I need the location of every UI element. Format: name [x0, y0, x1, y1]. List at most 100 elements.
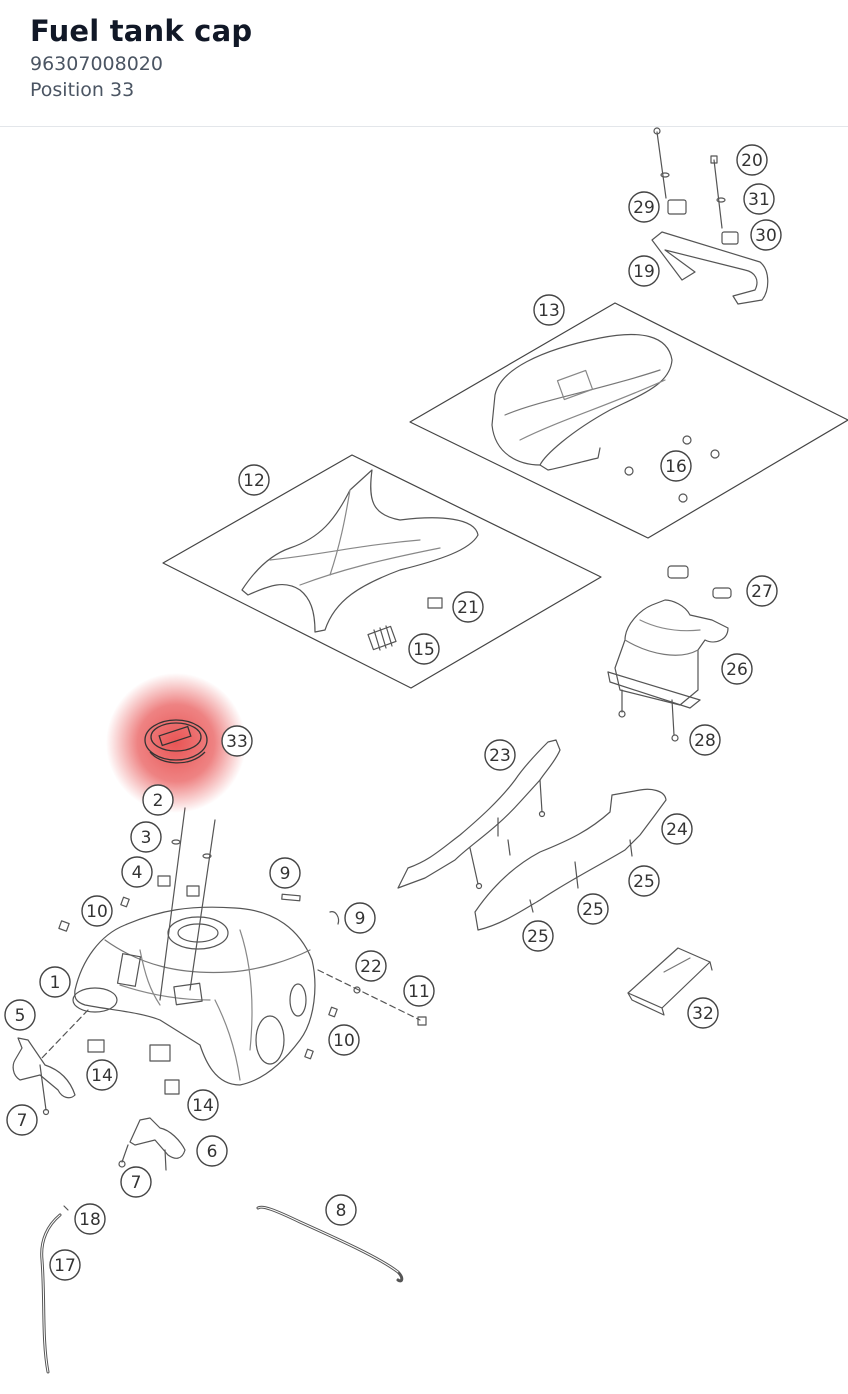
callout-9[interactable]: 9: [344, 902, 376, 934]
callout-10[interactable]: 10: [81, 895, 113, 927]
callout-number: 13: [538, 301, 560, 321]
callout-circle: [325, 1194, 357, 1226]
callout-3[interactable]: 3: [130, 821, 162, 853]
tank-mounting-brackets: [12, 1009, 186, 1171]
callout-circle: [74, 1203, 106, 1235]
fuel-tank-cap[interactable]: [144, 719, 208, 764]
callout-number: 14: [192, 1096, 214, 1116]
highlight-glow: [106, 673, 246, 813]
callout-circle: [533, 294, 565, 326]
callout-30[interactable]: 30: [750, 219, 782, 251]
callout-11[interactable]: 11: [403, 975, 435, 1007]
callout-circle: [121, 856, 153, 888]
callout-7[interactable]: 7: [120, 1166, 152, 1198]
callout-31[interactable]: 31: [743, 183, 775, 215]
callout-1[interactable]: 1: [39, 966, 71, 998]
callout-24[interactable]: 24: [661, 813, 693, 845]
callout-circle: [408, 633, 440, 665]
callout-number: 24: [666, 820, 688, 840]
callout-13[interactable]: 13: [533, 294, 565, 326]
callout-number: 30: [755, 226, 777, 246]
callout-circle: [721, 653, 753, 685]
callout-27[interactable]: 27: [746, 575, 778, 607]
callout-circle: [355, 950, 387, 982]
callout-18[interactable]: 18: [74, 1203, 106, 1235]
callout-10[interactable]: 10: [328, 1024, 360, 1056]
callout-number: 32: [692, 1004, 714, 1024]
callout-6[interactable]: 6: [196, 1135, 228, 1167]
callout-8[interactable]: 8: [325, 1194, 357, 1226]
callout-number: 21: [457, 598, 479, 618]
callout-25[interactable]: 25: [522, 920, 554, 952]
callout-circle: [4, 999, 36, 1031]
callout-19[interactable]: 19: [628, 255, 660, 287]
callout-25[interactable]: 25: [628, 865, 660, 897]
callout-circle: [403, 975, 435, 1007]
rubber-strip: [256, 1205, 404, 1283]
callout-number: 9: [355, 909, 366, 929]
callout-16[interactable]: 16: [660, 450, 692, 482]
callout-number: 15: [413, 640, 435, 660]
callout-circle: [484, 739, 516, 771]
callout-28[interactable]: 28: [689, 724, 721, 756]
callout-circle: [196, 1135, 228, 1167]
callout-number: 11: [408, 982, 430, 1002]
callout-33[interactable]: 33: [221, 725, 253, 757]
part-title: Fuel tank cap: [30, 14, 253, 48]
callout-number: 23: [489, 746, 511, 766]
callout-circle: [86, 1059, 118, 1091]
callout-32[interactable]: 32: [687, 997, 719, 1029]
callout-number: 6: [207, 1142, 218, 1162]
callout-number: 33: [226, 732, 248, 752]
callout-circle: [750, 219, 782, 251]
callout-14[interactable]: 14: [86, 1059, 118, 1091]
callout-4[interactable]: 4: [121, 856, 153, 888]
callout-9[interactable]: 9: [269, 857, 301, 889]
callout-21[interactable]: 21: [452, 591, 484, 623]
callout-17[interactable]: 17: [49, 1249, 81, 1281]
callout-number: 4: [132, 863, 143, 883]
callout-number: 26: [726, 660, 748, 680]
expansion-tank: [607, 565, 732, 742]
callout-number: 7: [131, 1173, 142, 1193]
callout-14[interactable]: 14: [187, 1089, 219, 1121]
fuel-tank: [58, 807, 427, 1086]
callout-number: 5: [15, 1006, 26, 1026]
callout-number: 17: [54, 1256, 76, 1276]
callout-circle: [238, 464, 270, 496]
callout-circle: [628, 865, 660, 897]
callout-circle: [39, 966, 71, 998]
callout-number: 2: [153, 791, 164, 811]
side-brackets: [397, 739, 667, 931]
callout-12[interactable]: 12: [238, 464, 270, 496]
callout-25[interactable]: 25: [577, 893, 609, 925]
callout-circle: [142, 784, 174, 816]
callout-26[interactable]: 26: [721, 653, 753, 685]
callout-number: 8: [336, 1201, 347, 1221]
callout-number: 10: [333, 1031, 355, 1051]
callout-circle: [660, 450, 692, 482]
callout-number: 19: [633, 262, 655, 282]
callout-circle: [522, 920, 554, 952]
callout-29[interactable]: 29: [628, 191, 660, 223]
callout-number: 3: [141, 828, 152, 848]
callout-circle: [120, 1166, 152, 1198]
tool-kit-box: [627, 947, 713, 1016]
callout-22[interactable]: 22: [355, 950, 387, 982]
callout-circle: [746, 575, 778, 607]
callout-circle: [187, 1089, 219, 1121]
callout-20[interactable]: 20: [736, 144, 768, 176]
callout-15[interactable]: 15: [408, 633, 440, 665]
callout-circle: [689, 724, 721, 756]
callout-circle: [344, 902, 376, 934]
callout-number: 16: [665, 457, 687, 477]
callout-5[interactable]: 5: [4, 999, 36, 1031]
callout-2[interactable]: 2: [142, 784, 174, 816]
callout-number: 25: [527, 927, 549, 947]
callout-circle: [743, 183, 775, 215]
callout-23[interactable]: 23: [484, 739, 516, 771]
callout-7[interactable]: 7: [6, 1104, 38, 1136]
callout-number: 31: [748, 190, 770, 210]
callout-circle: [628, 191, 660, 223]
